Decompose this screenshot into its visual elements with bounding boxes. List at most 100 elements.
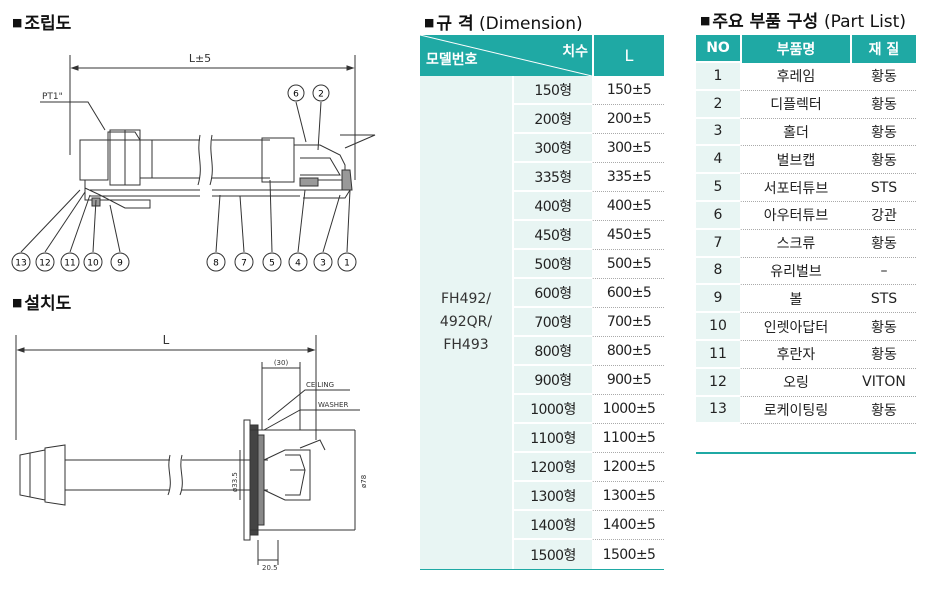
part-material: 황동 [850,90,916,119]
part-material: – [850,257,916,286]
parts-header: NO 부품명 재 질 [696,35,916,63]
part-material: STS [850,174,916,202]
bubble-7: 7 [241,259,247,269]
part-name: 오링 [740,368,850,397]
part-name: 스크류 [740,229,850,258]
size-cell: 1200형 [512,453,592,482]
part-material: 황동 [850,340,916,369]
header-no: NO [696,35,740,63]
model-line: FH492/ [440,291,492,307]
size-cell: 800형 [512,337,592,366]
size-cell: 1500형 [512,540,592,569]
header-diagonal [420,35,592,76]
part-material: 황동 [850,229,916,258]
size-cell: 1300형 [512,482,592,511]
size-cell: 500형 [512,250,592,279]
part-name: 홀더 [740,118,850,147]
parts-title: ■주요 부품 구성 (Part List) [700,12,906,32]
size-cell: 1000형 [512,395,592,424]
length-cell: 600±5 [592,279,664,308]
bubble-3: 3 [320,259,326,269]
header-model: 모델번호 [426,52,478,68]
dia-33-label: ø33.5 [231,472,239,492]
header-l: L [592,35,664,76]
bubble-1: 1 [344,259,350,269]
ceiling-label: CEILING [306,381,334,389]
svg-text:2: 2 [318,90,324,100]
length-cell: 900±5 [592,366,664,395]
size-cell: 1100형 [512,424,592,453]
bubble-4: 4 [295,259,301,269]
part-no: 10 [696,313,740,341]
part-name: 볼 [740,285,850,314]
model-number-cell: FH492/ 492QR/ FH493 [420,76,512,569]
model-line: FH493 [443,337,489,353]
size-cell: 335형 [512,163,592,192]
part-no: 4 [696,146,740,175]
length-cell: 300±5 [592,134,664,163]
part-no: 11 [696,340,740,369]
length-cell: 200±5 [592,105,664,134]
install-drawing: L (30) CEILING WASHER ø33.5 ø78 20.5 [15,333,368,572]
size-cell: 200형 [512,105,592,134]
length-cell: 1300±5 [592,482,664,511]
part-material: 황동 [850,396,916,425]
part-name: 유리벌브 [740,257,850,286]
assembly-title: ■조립도 [12,14,72,34]
model-size-header: 모델번호 치수 [420,35,592,76]
header-material: 재 질 [850,35,916,63]
bubble-2: 2 [312,84,330,102]
length-cell: 335±5 [592,163,664,192]
bubble-5: 5 [269,259,275,269]
dimension-title: ■규 격 (Dimension) [424,14,583,34]
part-name: 후레임 [740,63,850,91]
part-no: 6 [696,201,740,230]
size-cell: 1400형 [512,511,592,540]
part-material: 강관 [850,201,916,230]
length-cell: 1400±5 [592,511,664,540]
part-no: 1 [696,63,740,91]
bubble-12: 12 [39,259,50,269]
bubble-8: 8 [213,259,219,269]
bubble-10: 10 [87,259,99,269]
size-cell: 600형 [512,279,592,308]
length-cell: 400±5 [592,192,664,221]
install-dim-label: L [163,333,170,347]
part-material: STS [850,285,916,314]
part-name: 후란자 [740,340,850,369]
size-cell: 700형 [512,308,592,337]
part-no: 13 [696,396,740,425]
part-name: 디플렉터 [740,90,850,119]
bubble-13: 13 [15,259,26,269]
part-no: 3 [696,118,740,147]
bubble-11: 11 [64,259,75,269]
dim-20-label: 20.5 [262,564,278,572]
part-name: 인렛아답터 [740,313,850,341]
part-material: 황동 [850,313,916,341]
thread-label: PT1" [42,92,63,102]
bubble-9: 9 [117,259,123,269]
length-cell: 1200±5 [592,453,664,482]
